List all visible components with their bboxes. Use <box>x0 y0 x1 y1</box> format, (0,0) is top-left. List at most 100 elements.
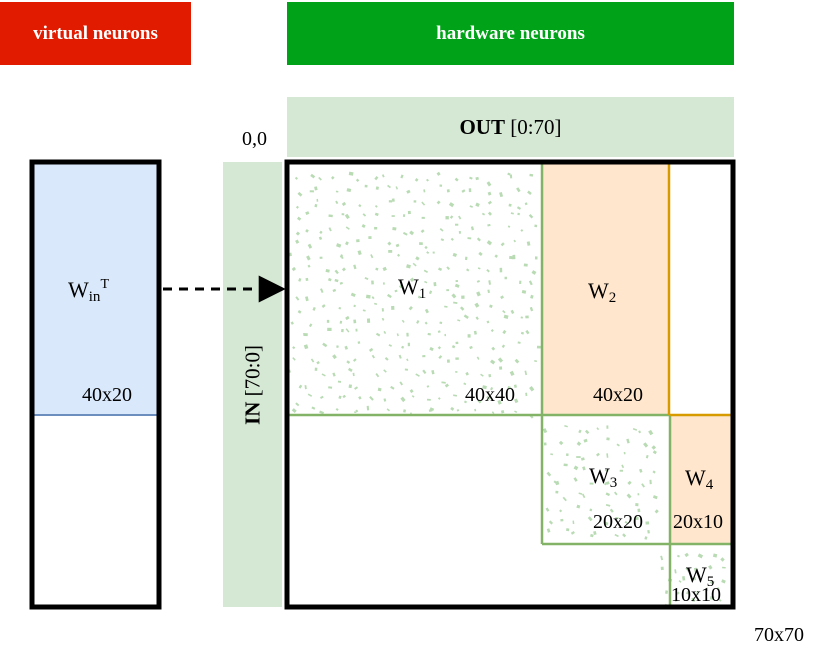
speckle-dot <box>406 332 409 337</box>
speckle-dot <box>454 283 460 288</box>
w4-size-label: 20x10 <box>673 511 723 533</box>
speckle-dot <box>465 371 469 376</box>
speckle-dot <box>576 441 582 447</box>
speckle-dot <box>392 227 397 231</box>
speckle-dot <box>512 254 516 260</box>
w4-label: W4 <box>685 465 714 493</box>
speckle-dot <box>516 206 522 210</box>
speckle-dot <box>525 315 529 319</box>
speckle-dot <box>708 564 713 570</box>
speckle-dot <box>298 384 303 389</box>
hardware-matrix <box>284 159 736 610</box>
speckle-dot <box>509 255 514 260</box>
speckle-dot <box>416 320 420 324</box>
speckle-dot <box>529 173 534 177</box>
speckle-dot <box>456 408 460 412</box>
orange-borders <box>667 162 732 417</box>
speckle-dot <box>388 250 393 253</box>
speckle-dot <box>336 243 342 248</box>
speckle-dot <box>654 509 659 514</box>
speckle-dot <box>307 393 313 397</box>
speckle-dot <box>314 186 318 191</box>
speckle-dot <box>390 385 395 390</box>
speckle-dot <box>587 516 593 522</box>
speckle-dot <box>603 521 609 526</box>
speckle-dot <box>482 385 487 390</box>
speckle-dot <box>401 345 405 349</box>
speckle-dot <box>517 212 520 216</box>
virtual-neurons-column <box>29 159 162 610</box>
speckle-dot <box>446 289 449 292</box>
speckle-dot <box>664 590 669 594</box>
speckle-dot <box>570 531 575 535</box>
speckle-dot <box>509 370 515 377</box>
speckle-dot <box>706 587 709 592</box>
w2-label: W2 <box>588 278 617 306</box>
speckle-dot <box>676 591 680 595</box>
speckle-dot <box>722 566 726 569</box>
speckle-dot <box>309 190 314 193</box>
speckle-dot <box>291 266 297 272</box>
speckle-dot <box>310 358 315 363</box>
speckle-dot <box>346 188 352 193</box>
speckle-dot <box>605 504 611 507</box>
speckle-dot <box>486 395 491 401</box>
speckle-dot <box>647 529 650 534</box>
speckle-dot <box>555 490 559 494</box>
speckle-dot <box>635 516 639 520</box>
speckle-dot <box>638 430 642 434</box>
speckle-dot <box>298 277 302 282</box>
speckle-dot <box>294 176 298 180</box>
speckle-dot <box>455 357 459 360</box>
speckle-dot <box>645 454 649 459</box>
speckle-dot <box>371 354 376 359</box>
speckle-dot <box>461 295 465 299</box>
speckle-dot <box>341 328 344 333</box>
speckle-dot <box>542 428 548 434</box>
hardware-neurons-banner: hardware neurons <box>287 2 734 65</box>
speckle-dot <box>444 383 449 388</box>
speckle-dot <box>295 231 300 236</box>
speckle-dot <box>632 428 638 431</box>
speckle-dot <box>674 599 678 602</box>
speckle-dot <box>486 240 493 246</box>
speckle-dot <box>355 409 359 413</box>
speckle-dot <box>345 241 349 246</box>
speckle-dot <box>368 236 372 239</box>
speckle-dot <box>474 408 477 412</box>
speckle-dot <box>432 251 435 254</box>
speckle-dot <box>444 305 448 308</box>
speckle-dot <box>362 309 366 312</box>
speckle-dot <box>622 533 627 538</box>
speckle-dot <box>470 226 475 231</box>
speckle-dot <box>686 591 690 595</box>
speckle-dot <box>652 450 657 455</box>
speckle-dot <box>352 372 355 377</box>
speckle-dot <box>437 267 443 272</box>
speckle-dot <box>475 316 479 321</box>
speckle-dot <box>652 470 656 474</box>
speckle-dot <box>513 239 517 243</box>
speckle-dot <box>408 306 413 311</box>
speckle-dot <box>475 202 480 208</box>
speckle-dot <box>718 599 722 602</box>
speckle-dot <box>619 469 623 472</box>
speckle-dot <box>357 341 361 344</box>
speckle-dot <box>528 213 534 219</box>
speckle-dot <box>448 202 455 208</box>
speckle-dot <box>386 408 390 412</box>
speckle-dot <box>358 204 362 208</box>
speckle-dot <box>627 480 632 486</box>
speckle-dot <box>371 296 375 300</box>
speckle-dot <box>635 503 639 507</box>
speckle-dot <box>365 294 371 299</box>
speckle-dot <box>292 357 296 361</box>
speckle-dot <box>407 342 411 347</box>
speckle-dot <box>328 386 333 389</box>
speckle-dot <box>374 226 378 230</box>
speckle-dot <box>409 230 415 236</box>
speckle-dot <box>458 215 462 220</box>
speckle-dot <box>626 493 632 499</box>
speckle-dot <box>396 333 399 337</box>
speckle-dot <box>652 495 658 500</box>
